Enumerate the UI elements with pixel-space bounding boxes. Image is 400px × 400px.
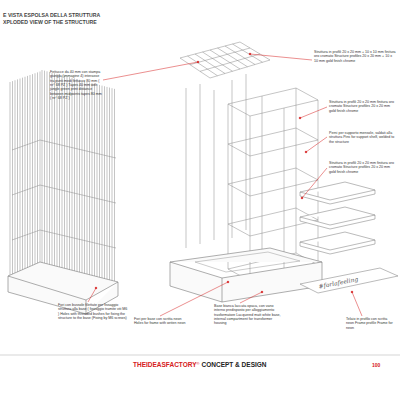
- footer-rule: [0, 355, 400, 356]
- callout-note: Struttura in profili 20 x 20 mm finitura…: [329, 100, 396, 113]
- callout-note: Fori con bussole filettate per fissaggio…: [58, 303, 128, 320]
- copyright-mark: ©: [197, 361, 200, 366]
- shelf: [300, 182, 375, 204]
- leader-lines: [88, 53, 362, 316]
- white-base: [170, 248, 322, 302]
- callout-note: Perni per supporto mensole, saldati alla…: [329, 131, 396, 144]
- callout-note: Struttura in profili 20 x 20 mm finitura…: [329, 161, 396, 174]
- brand-tagline: CONCEPT & DESIGN: [202, 361, 267, 368]
- page-number: 100: [372, 362, 394, 368]
- brand-name: THEIDEASFACTORY: [133, 361, 197, 368]
- callout-note: Fettucce da 40 mm con stampa giungla (im…: [50, 70, 102, 100]
- neon-frame: [300, 268, 398, 293]
- shelf: [300, 207, 375, 229]
- footer-row: THEIDEASFACTORY©CONCEPT & DESIGN: [133, 361, 267, 368]
- callout-note: Base bianca laccata opaca, con vano inte…: [214, 304, 284, 326]
- shelf: [300, 232, 375, 254]
- callout-note: Struttura in profili 20 x 20 mm + 10 x 1…: [314, 50, 396, 63]
- base-compartment: [195, 252, 300, 272]
- view-title: E VISTA ESPOLSA DELLA STRUTTURA: [3, 12, 100, 18]
- callout-note: Telaio in profilo con scritta neon Frame…: [346, 317, 396, 330]
- view-subtitle: XPLODED VIEW OF THE STRUCTURE: [3, 19, 123, 25]
- structure-drawing: [10, 42, 318, 282]
- callout-note: Fori per base con scritta neon Holes for…: [134, 317, 190, 326]
